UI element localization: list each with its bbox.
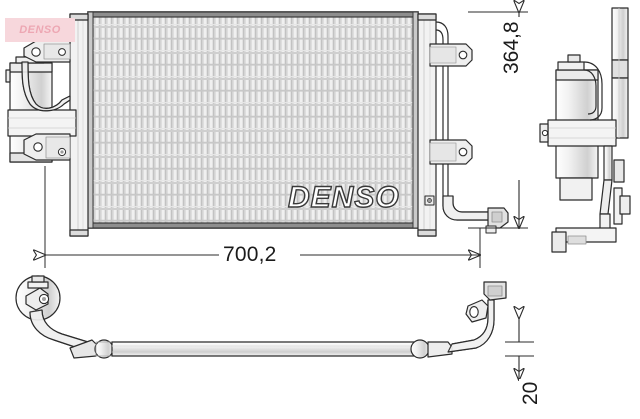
- right-header-assembly: [417, 13, 509, 237]
- dimension-label-height: 364,8: [500, 17, 524, 78]
- denso-watermark-background: [5, 18, 75, 42]
- denso-core-logo: DENSO: [287, 180, 400, 214]
- bottom-view: [15, 275, 507, 359]
- dimension-label-depth: 20: [519, 378, 543, 408]
- side-view: [539, 7, 631, 253]
- denso-watermark-text: DENSO: [19, 24, 61, 36]
- dimension-label-width: 700,2: [219, 243, 281, 267]
- front-view-core: [87, 11, 419, 229]
- left-header-assembly: [5, 13, 89, 237]
